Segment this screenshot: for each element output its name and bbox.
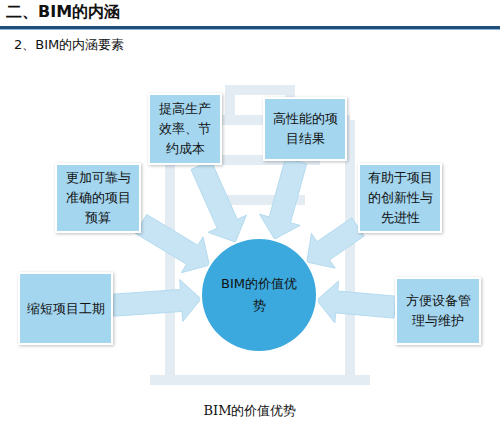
header-rule xyxy=(0,26,500,29)
header-rule-light xyxy=(0,29,500,30)
node-text: 缩短项目工期 xyxy=(27,299,105,319)
node-text-group: 缩短项目工期 xyxy=(27,299,105,319)
node-text: BIM的价值优势 xyxy=(216,273,302,317)
node-text-group: 有助于项目的创新性与先进性 xyxy=(366,168,434,228)
value-box: 高性能的项目结果 xyxy=(263,97,347,161)
block-arrow xyxy=(317,281,396,323)
node-text: 方便设备管理与维护 xyxy=(403,291,473,331)
node-text: 更加可靠与准确的项目预算 xyxy=(63,168,133,228)
node-text-group: 提高生产效率、节约成本 xyxy=(156,99,214,159)
block-arrow xyxy=(191,161,246,243)
node-text: 有助于项目的创新性与先进性 xyxy=(366,168,434,228)
watermark-building xyxy=(150,90,370,380)
center-circle: BIM的价值优势 xyxy=(200,237,318,353)
block-arrow-shape xyxy=(317,281,396,323)
block-arrow-shape xyxy=(191,161,246,243)
subsection-label: 2、BIM的内涵要素 xyxy=(14,36,124,54)
node-text: 高性能的项目结果 xyxy=(271,109,339,149)
node-text-group: 方便设备管理与维护 xyxy=(403,291,473,331)
block-arrow xyxy=(112,280,201,322)
block-arrow-shape xyxy=(307,218,364,268)
block-arrow-shape xyxy=(112,280,201,322)
block-arrow-shape xyxy=(260,158,307,239)
block-arrow xyxy=(260,158,307,239)
value-box: 缩短项目工期 xyxy=(18,272,113,345)
figure-caption: BIM的价值优势 xyxy=(0,402,500,420)
value-box: 有助于项目的创新性与先进性 xyxy=(358,163,442,233)
block-arrow xyxy=(135,215,209,273)
value-box: 提高生产效率、节约成本 xyxy=(148,93,222,165)
value-box: 更加可靠与准确的项目预算 xyxy=(55,163,141,233)
node-text-group: 高性能的项目结果 xyxy=(271,109,339,149)
block-arrow xyxy=(307,218,364,268)
node-text-group: 更加可靠与准确的项目预算 xyxy=(63,168,133,228)
value-box: 方便设备管理与维护 xyxy=(395,277,481,345)
block-arrow-shape xyxy=(135,215,209,273)
node-text-group: BIM的价值优势 xyxy=(216,273,302,317)
node-text: 提高生产效率、节约成本 xyxy=(156,99,214,159)
section-title: 二、BIM的内涵 xyxy=(6,2,120,23)
